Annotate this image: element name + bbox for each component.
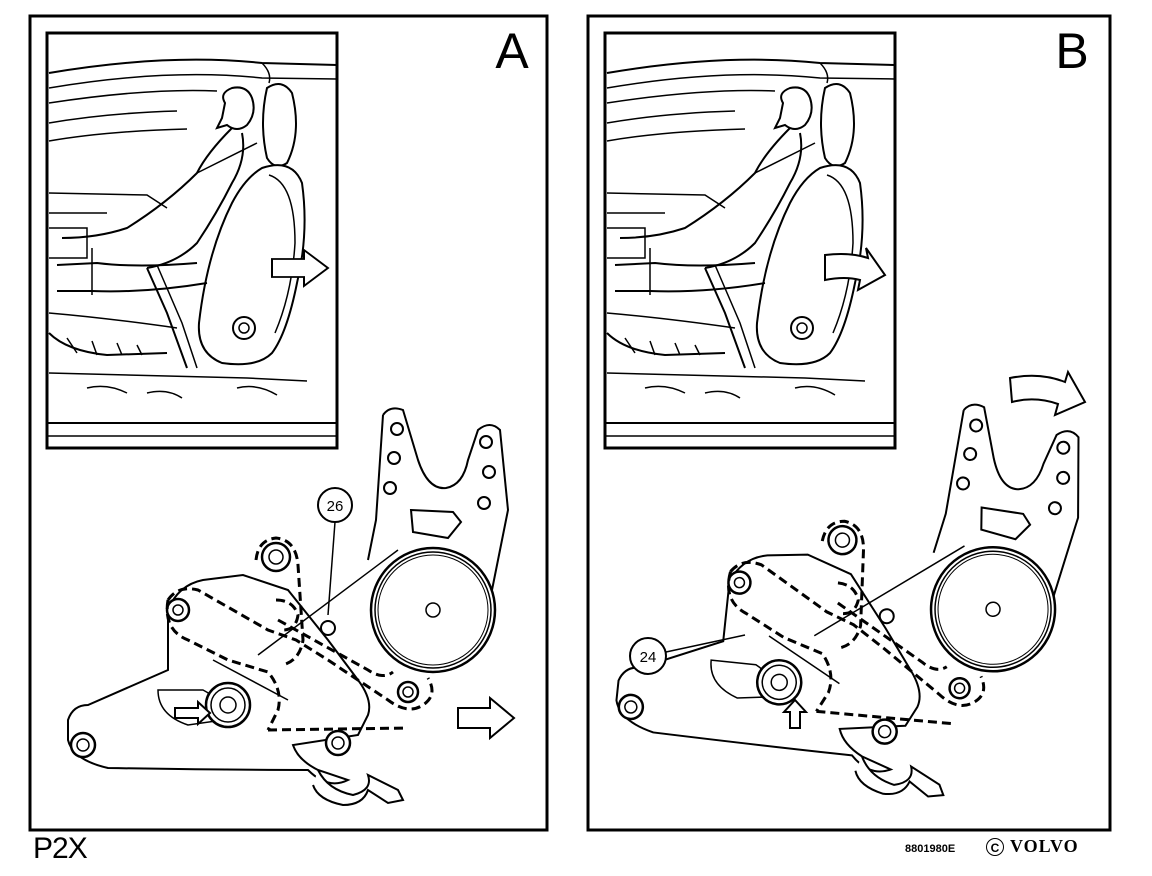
panel-a-gear-pointer-icon	[174, 699, 212, 727]
panel-b: B 24	[586, 14, 1112, 832]
brand-logo: VOLVO	[1010, 836, 1079, 856]
panel-b-callout-label: 24	[640, 649, 657, 666]
illustration-number: 8801980E	[905, 843, 956, 855]
panel-b-rotation-arrow-icon	[1008, 369, 1087, 417]
panel-b-letter: B	[1055, 23, 1088, 79]
panel-a: A 26	[28, 14, 549, 832]
panel-a-callout-label: 26	[327, 498, 344, 515]
copyright-icon: C	[986, 838, 1004, 856]
panel-b-seatback-arrow-icon	[824, 247, 887, 292]
panel-a-callout: 26	[317, 487, 353, 616]
panel-b-driver-inset	[603, 31, 897, 450]
panel-b-callout: 24	[629, 634, 746, 675]
panel-a-driver-inset	[45, 31, 339, 450]
panel-b-gear-pointer-icon	[781, 698, 809, 729]
model-code: P2X	[33, 832, 88, 865]
panel-a-letter: A	[495, 23, 529, 79]
